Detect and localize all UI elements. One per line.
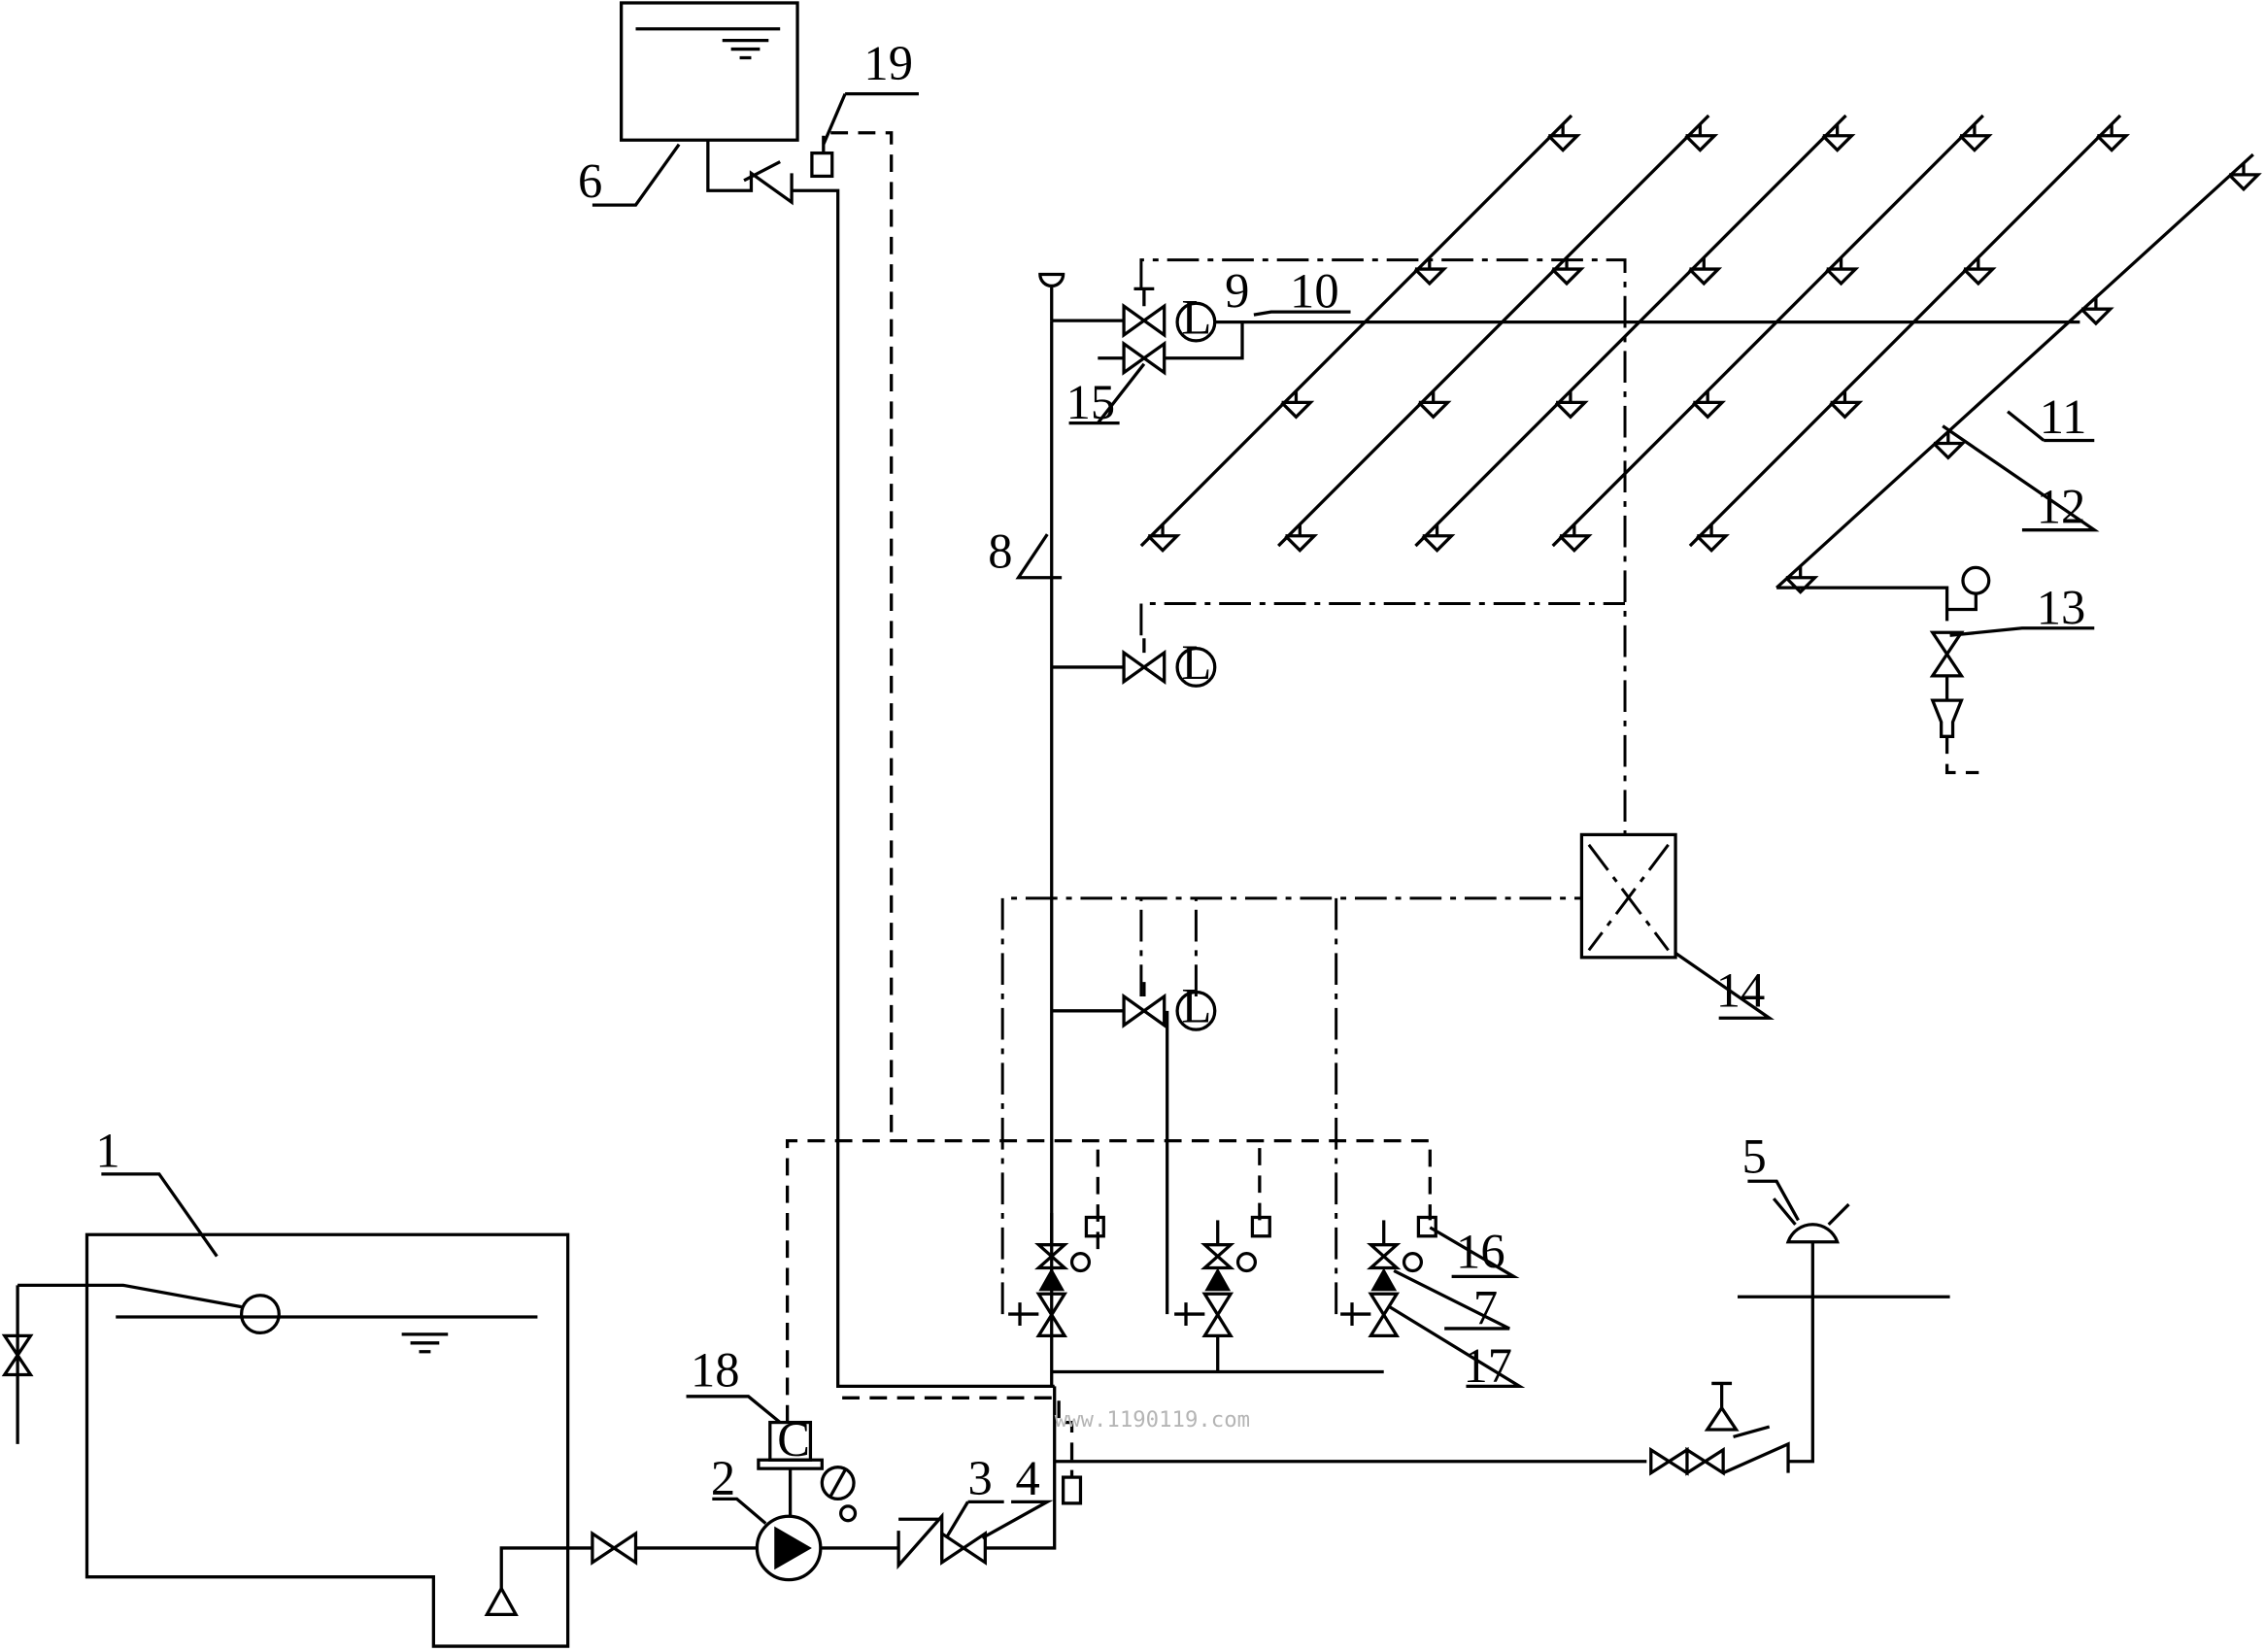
riser-8: L L L <box>1038 272 2080 1387</box>
alarm-switch-16-icon <box>1084 1215 1105 1238</box>
pump-adapter-5 <box>1649 1197 1950 1476</box>
label-1: 1 <box>95 1123 119 1177</box>
sprinkler-head-icon <box>2227 163 2262 192</box>
sprinkler-head-icon <box>1554 390 1589 420</box>
sprinkler-head-icon <box>1280 390 1315 420</box>
label-6: 6 <box>578 154 602 209</box>
label-16: 16 <box>1456 1224 1505 1278</box>
check-valve-3 <box>896 1511 944 1570</box>
flow-switch-symbol: L <box>1182 289 1212 344</box>
watermark: www.1190119.com <box>1055 1407 1250 1433</box>
sprinkler-head-icon <box>1932 431 1967 460</box>
alarm-valve-icon <box>1200 1243 1235 1270</box>
sprinkler-head-icon <box>1696 523 1730 553</box>
sprinkler-head-icon <box>1147 523 1181 553</box>
end-test-device-13 <box>1776 565 1991 775</box>
sprinkler-head-icon <box>1958 123 1993 152</box>
sprinkler-head-icon <box>1825 257 1860 287</box>
pressure-switch <box>1061 1475 1083 1505</box>
branch-pipe <box>1139 114 1573 548</box>
alarm-valve-icon <box>1367 1243 1402 1270</box>
label-7: 7 <box>1473 1280 1498 1334</box>
label-3: 3 <box>967 1451 992 1505</box>
sprinkler-branch-pipes <box>1139 114 2262 594</box>
pressure-gauge-icon <box>1235 1251 1258 1273</box>
alarm-switch-16-icon <box>1416 1215 1437 1238</box>
pressure-gauge-icon <box>1069 1251 1092 1273</box>
sprinkler-head-icon <box>2096 123 2130 152</box>
label-4: 4 <box>1016 1451 1040 1505</box>
branch-pipe <box>1688 114 2122 548</box>
sprinkler-head-icon <box>1784 565 1819 594</box>
label-14: 14 <box>1716 962 1766 1017</box>
label-19: 19 <box>863 36 913 90</box>
alarm-switch-16-icon <box>1250 1215 1271 1238</box>
controller-symbol: C <box>777 1412 810 1467</box>
sprinkler-head-icon <box>2079 297 2114 326</box>
gate-valve-17-icon <box>1008 1292 1068 1338</box>
gate-valve-17-icon <box>1340 1292 1401 1338</box>
sprinkler-head-icon <box>1413 257 1448 287</box>
sprinkler-head-icon <box>1829 390 1864 420</box>
alarm-valve-groups <box>1008 1212 1437 1338</box>
sprinkler-head-icon <box>1558 523 1593 553</box>
sprinkler-head-icon <box>1692 390 1727 420</box>
check-valve-icon <box>1370 1267 1398 1292</box>
gate-valve-17-icon <box>1174 1292 1234 1338</box>
branch-pipe <box>1414 114 1847 548</box>
label-8: 8 <box>988 523 1012 578</box>
sprinkler-head-icon <box>1962 257 1997 287</box>
sprinkler-head-icon <box>1547 123 1581 152</box>
water-pool-1 <box>1 1232 592 1648</box>
pump-2: C <box>591 1412 899 1582</box>
sprinkler-head-icon <box>1821 123 1856 152</box>
flow-switch-symbol: L <box>1182 635 1212 690</box>
pressure-gauge-icon <box>1402 1251 1424 1273</box>
check-valve-icon <box>1204 1267 1232 1292</box>
fire-alarm-controller-14 <box>1579 832 1677 960</box>
label-17: 17 <box>1463 1338 1512 1393</box>
label-2: 2 <box>711 1451 735 1505</box>
gate-valve-4 <box>940 1386 1057 1566</box>
label-12: 12 <box>2037 479 2086 533</box>
alarm-valve-icon <box>1034 1243 1069 1270</box>
sprinkler-head-icon <box>1684 123 1719 152</box>
label-18: 18 <box>691 1342 740 1397</box>
sprinkler-head-icon <box>1421 523 1456 553</box>
sprinkler-head-icon <box>1551 257 1585 287</box>
branch-pipe <box>1775 152 2254 590</box>
label-13: 13 <box>2037 580 2086 634</box>
roof-tank-6 <box>620 1 1055 1389</box>
label-5: 5 <box>1741 1129 1766 1183</box>
sprinkler-head-icon <box>1284 523 1319 553</box>
branch-pipe <box>1551 114 1984 548</box>
label-9: 9 <box>1225 264 1249 319</box>
label-15: 15 <box>1066 375 1116 429</box>
label-11: 11 <box>2040 389 2087 444</box>
label-10: 10 <box>1290 264 1339 319</box>
check-valve-icon <box>1038 1267 1065 1292</box>
branch-pipe <box>1277 114 1710 548</box>
sprinkler-head-icon <box>1417 390 1452 420</box>
sprinkler-head-icon <box>1688 257 1723 287</box>
